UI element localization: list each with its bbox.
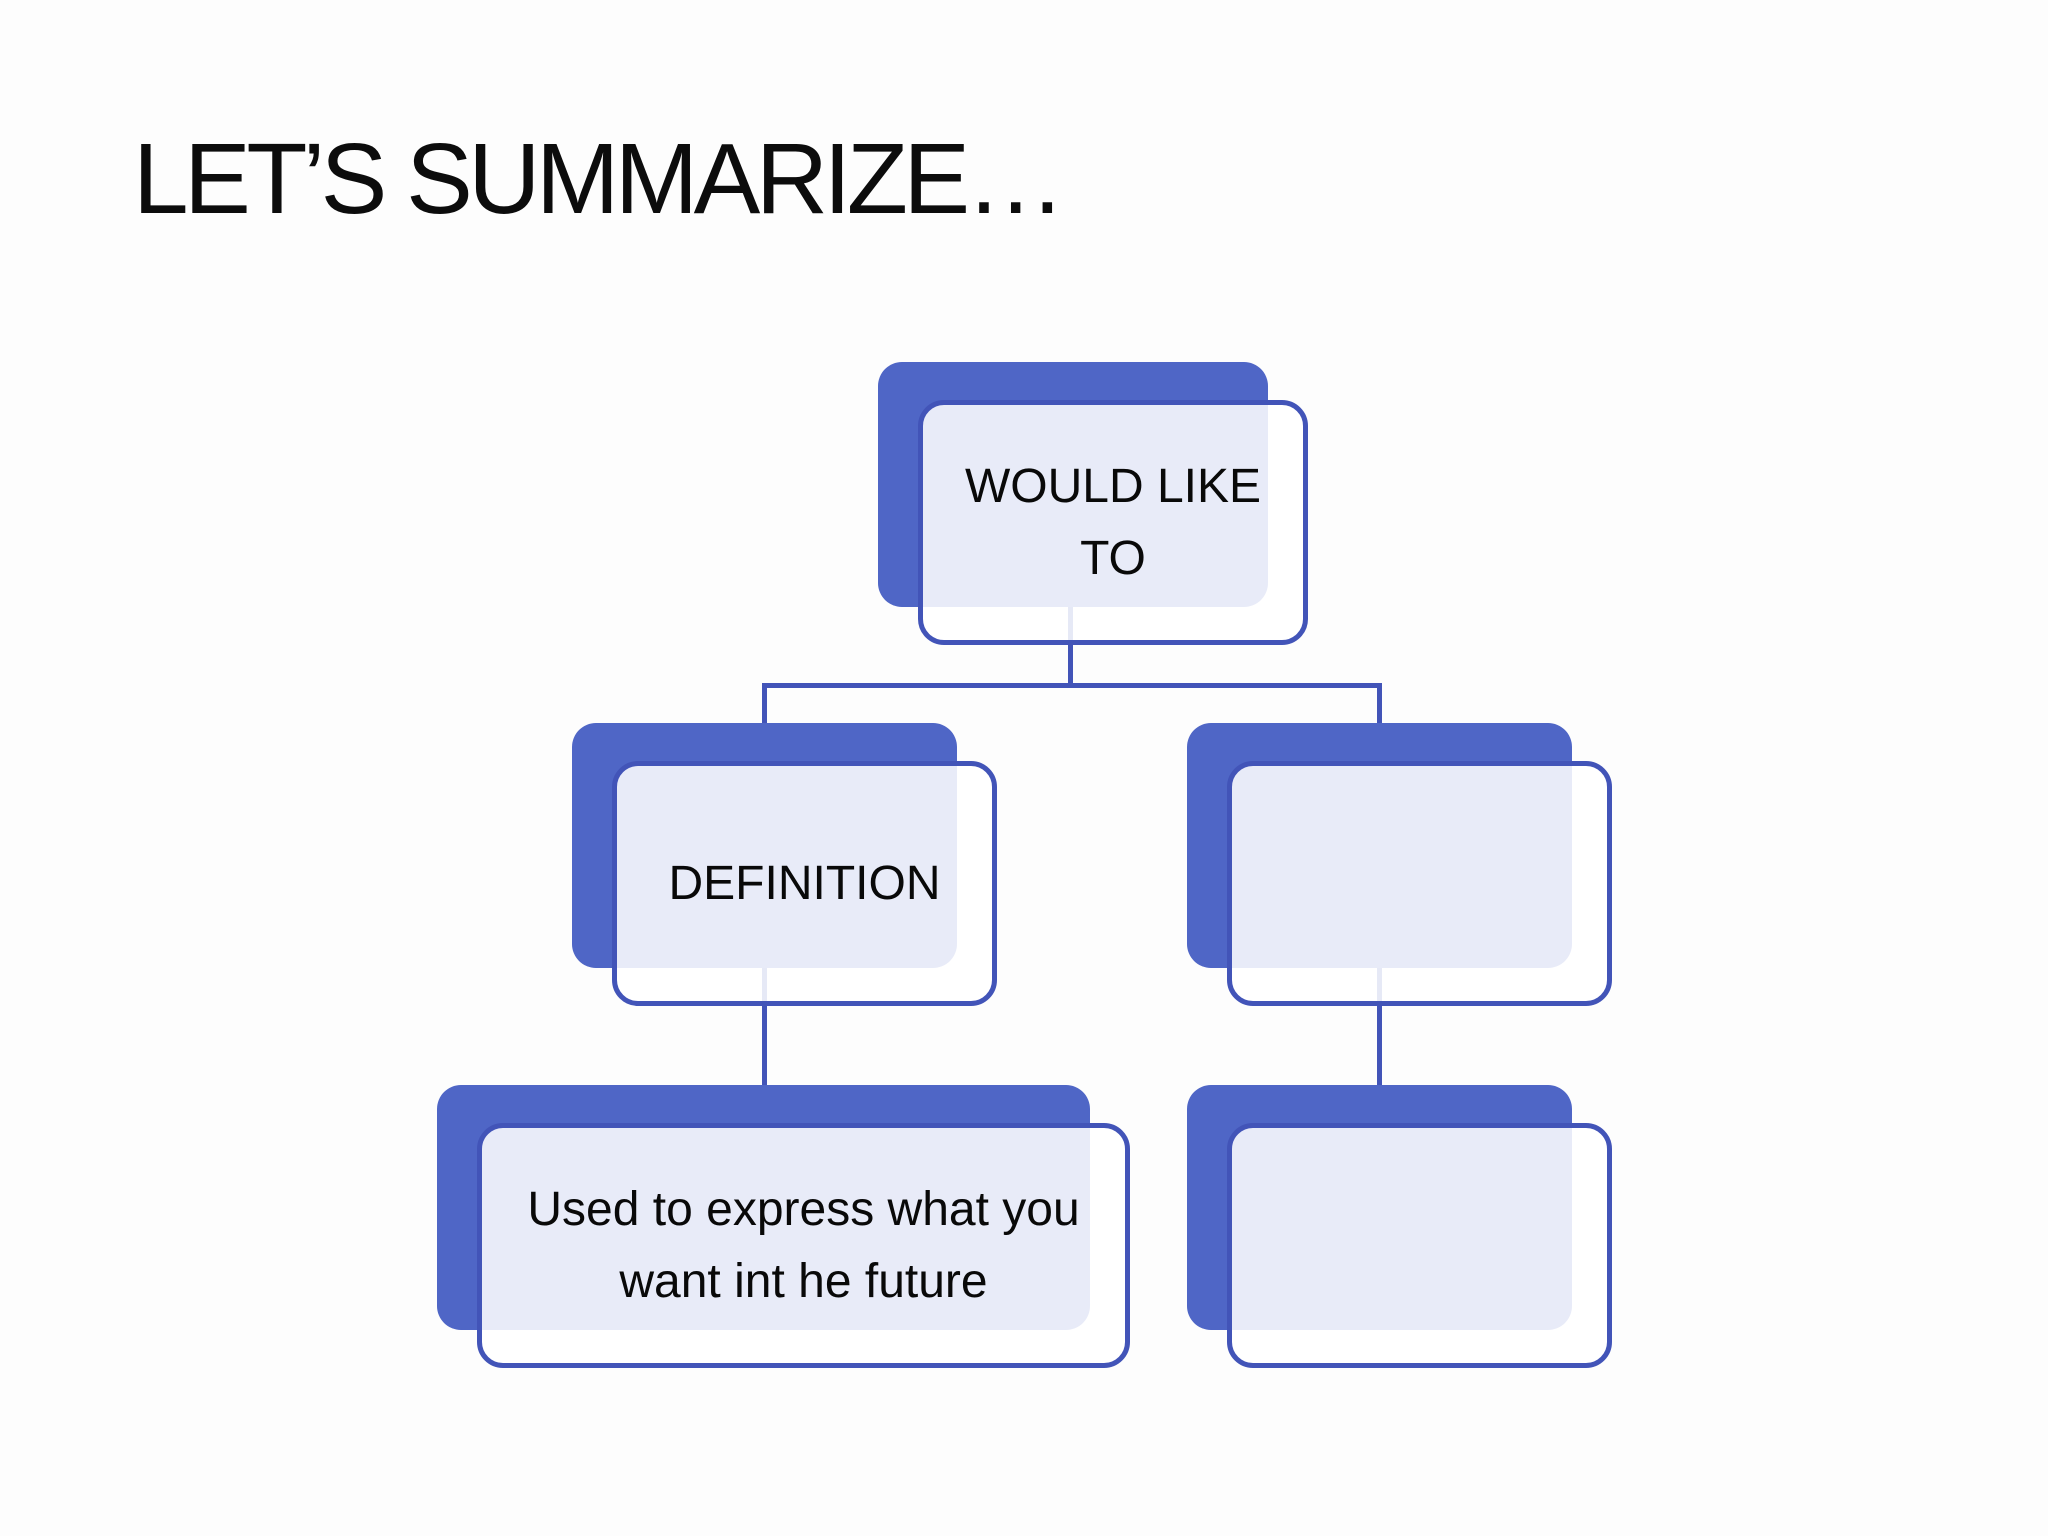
slide-title: LET’S SUMMARIZE… — [133, 123, 1066, 235]
connector-rail-right-stub — [1377, 683, 1382, 728]
connector-rail-left-stub — [762, 683, 767, 728]
connector-rail — [762, 683, 1382, 688]
node-front-panel: DEFINITION — [612, 761, 997, 1006]
diagram-node-usage-detail — [1187, 1085, 1612, 1368]
node-front-panel — [1227, 761, 1612, 1006]
node-front-panel: Used to express what you want int he fut… — [477, 1123, 1130, 1368]
diagram-node-definition-detail: Used to express what you want int he fut… — [437, 1085, 1130, 1368]
diagram-node-usage — [1187, 723, 1612, 1006]
node-front-panel — [1227, 1123, 1612, 1368]
node-label: WOULD LIKE TO — [964, 459, 1262, 585]
diagram-node-definition: DEFINITION — [572, 723, 997, 1006]
node-label: DEFINITION — [668, 856, 941, 910]
node-front-panel: WOULD LIKE TO — [918, 400, 1308, 645]
diagram-node-root: WOULD LIKE TO — [878, 362, 1308, 645]
node-label: Used to express what you want int he fut… — [527, 1182, 1080, 1308]
